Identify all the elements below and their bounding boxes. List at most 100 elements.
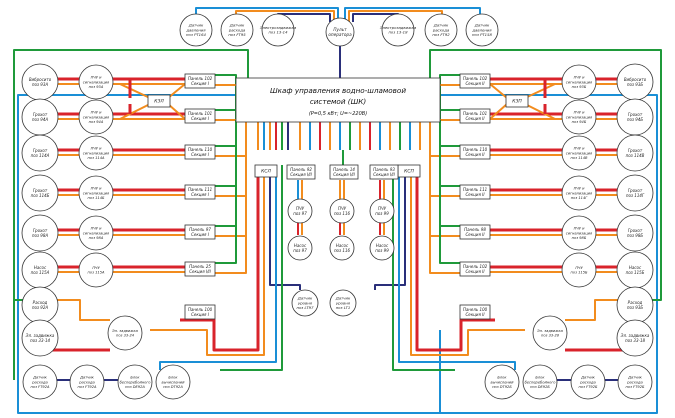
pump[interactable]	[369, 235, 395, 261]
bottom-left-node-text: поз DE92А	[125, 385, 145, 389]
right-panel[interactable]	[459, 144, 491, 160]
bottom-right-node-text: вычислений	[491, 380, 515, 384]
wire	[565, 299, 635, 321]
right-equipment-text: поз 114В	[626, 153, 645, 158]
left-panel-text: Секция I	[191, 192, 210, 197]
left-equipment[interactable]	[21, 134, 59, 172]
top-right-node-text: поз PT158	[472, 32, 492, 37]
bottom-left-node-text: Датчик	[79, 376, 95, 380]
left-ppu-text: поз 115А	[88, 271, 105, 275]
right-panel[interactable]	[459, 224, 491, 240]
right-ppu[interactable]	[561, 99, 597, 135]
main-cabinet[interactable]	[235, 77, 441, 123]
bottom-right-node[interactable]	[522, 364, 558, 400]
bottom-left-node[interactable]	[69, 364, 105, 400]
top-left-node[interactable]	[261, 13, 295, 47]
right-equipment-text: поз 98Б	[627, 233, 644, 238]
right-ppu[interactable]	[532, 315, 568, 351]
right-panel[interactable]	[459, 73, 491, 89]
bottom-left-node[interactable]	[117, 364, 153, 400]
left-equipment-text: поз 115А	[31, 270, 50, 275]
left-panel[interactable]	[184, 73, 216, 89]
right-ppu[interactable]	[561, 64, 597, 100]
bottom-left-node[interactable]	[155, 364, 191, 400]
bottom-left-node-text: Блок	[168, 376, 178, 380]
left-panel[interactable]	[184, 261, 216, 277]
bottom-left-node[interactable]	[22, 364, 58, 400]
right-ppu-text: ПЧУ и	[574, 147, 585, 151]
center-panel[interactable]	[286, 164, 316, 180]
right-ppu[interactable]	[561, 252, 597, 288]
left-equipment-text: поз 93А	[32, 82, 49, 87]
bottom-right-node-text: поз DE92Б	[530, 385, 550, 389]
left-ppu-text: сигнализация	[83, 115, 110, 119]
right-equipment-text: поз 93Б	[627, 305, 644, 310]
bottom-right-node[interactable]	[484, 364, 520, 400]
bottom-right-node[interactable]	[617, 364, 653, 400]
level-sensor[interactable]	[291, 289, 319, 317]
center-panel[interactable]	[369, 164, 399, 180]
left-equipment[interactable]	[21, 319, 59, 357]
right-panel[interactable]	[459, 108, 491, 124]
right-equipment[interactable]	[616, 319, 654, 357]
top-left-node[interactable]	[220, 13, 254, 47]
left-panel[interactable]	[184, 304, 216, 320]
right-ppu-text: поз 98Б	[572, 236, 587, 240]
top-right-node[interactable]	[465, 13, 499, 47]
top-right-node[interactable]	[424, 13, 458, 47]
pump-text: поз 97	[293, 248, 307, 253]
center-panel[interactable]	[329, 164, 359, 180]
left-panel-text: Секция I	[191, 116, 210, 121]
bottom-right-node[interactable]	[570, 364, 606, 400]
right-panel-text: Секция II	[465, 116, 485, 121]
bottom-right-node-text: Блок	[535, 376, 545, 380]
left-ppu[interactable]	[107, 315, 143, 351]
left-equipment-text: Вибросито	[29, 77, 52, 82]
left-panel[interactable]	[184, 108, 216, 124]
right-panel[interactable]	[459, 184, 491, 200]
level-sensor[interactable]	[329, 289, 357, 317]
wire	[429, 125, 461, 237]
right-panel-text: Секция II	[465, 232, 485, 237]
right-ppu-text: поз 93Б	[572, 85, 587, 89]
center-ppu-text: ПЧУ	[338, 206, 347, 211]
left-ppu-text: ПЧУ и	[91, 147, 102, 151]
left-panel[interactable]	[184, 184, 216, 200]
left-panel[interactable]	[184, 224, 216, 240]
center-ppu[interactable]	[287, 198, 313, 224]
top-right-node[interactable]	[381, 13, 415, 47]
right-ppu-text: поз 114В	[571, 156, 588, 160]
operator-console[interactable]	[325, 17, 355, 47]
right-ppu[interactable]	[561, 215, 597, 251]
left-panel[interactable]	[184, 144, 216, 160]
right-panel[interactable]	[459, 261, 491, 277]
left-ppu[interactable]	[78, 99, 114, 135]
left-equipment[interactable]	[21, 174, 59, 212]
ksl-box[interactable]	[254, 164, 278, 178]
left-panel-text: Секция I	[191, 312, 210, 317]
right-ppu[interactable]	[561, 175, 597, 211]
left-ppu-text: ПЧУ и	[91, 187, 102, 191]
left-ppu[interactable]	[78, 175, 114, 211]
pump[interactable]	[287, 235, 313, 261]
left-ppu[interactable]	[78, 135, 114, 171]
kzr-box[interactable]	[505, 94, 529, 108]
kzl-box[interactable]	[147, 94, 171, 108]
pump-text: Насос	[294, 243, 307, 248]
center-ppu[interactable]	[369, 198, 395, 224]
bottom-left-node-text: расхода	[31, 380, 47, 384]
top-left-node[interactable]	[179, 13, 213, 47]
right-ppu[interactable]	[561, 135, 597, 171]
pump[interactable]	[329, 235, 355, 261]
center-ppu[interactable]	[329, 198, 355, 224]
right-equipment-text: Вибросито	[624, 77, 647, 82]
left-ppu[interactable]	[78, 64, 114, 100]
right-equipment[interactable]	[616, 214, 654, 252]
right-panel[interactable]	[459, 304, 491, 320]
left-ppu[interactable]	[78, 215, 114, 251]
left-ppu[interactable]	[78, 252, 114, 288]
right-equipment[interactable]	[616, 134, 654, 172]
right-equipment[interactable]	[616, 174, 654, 212]
left-equipment[interactable]	[21, 214, 59, 252]
right-panel-text: Секция II	[465, 152, 485, 157]
